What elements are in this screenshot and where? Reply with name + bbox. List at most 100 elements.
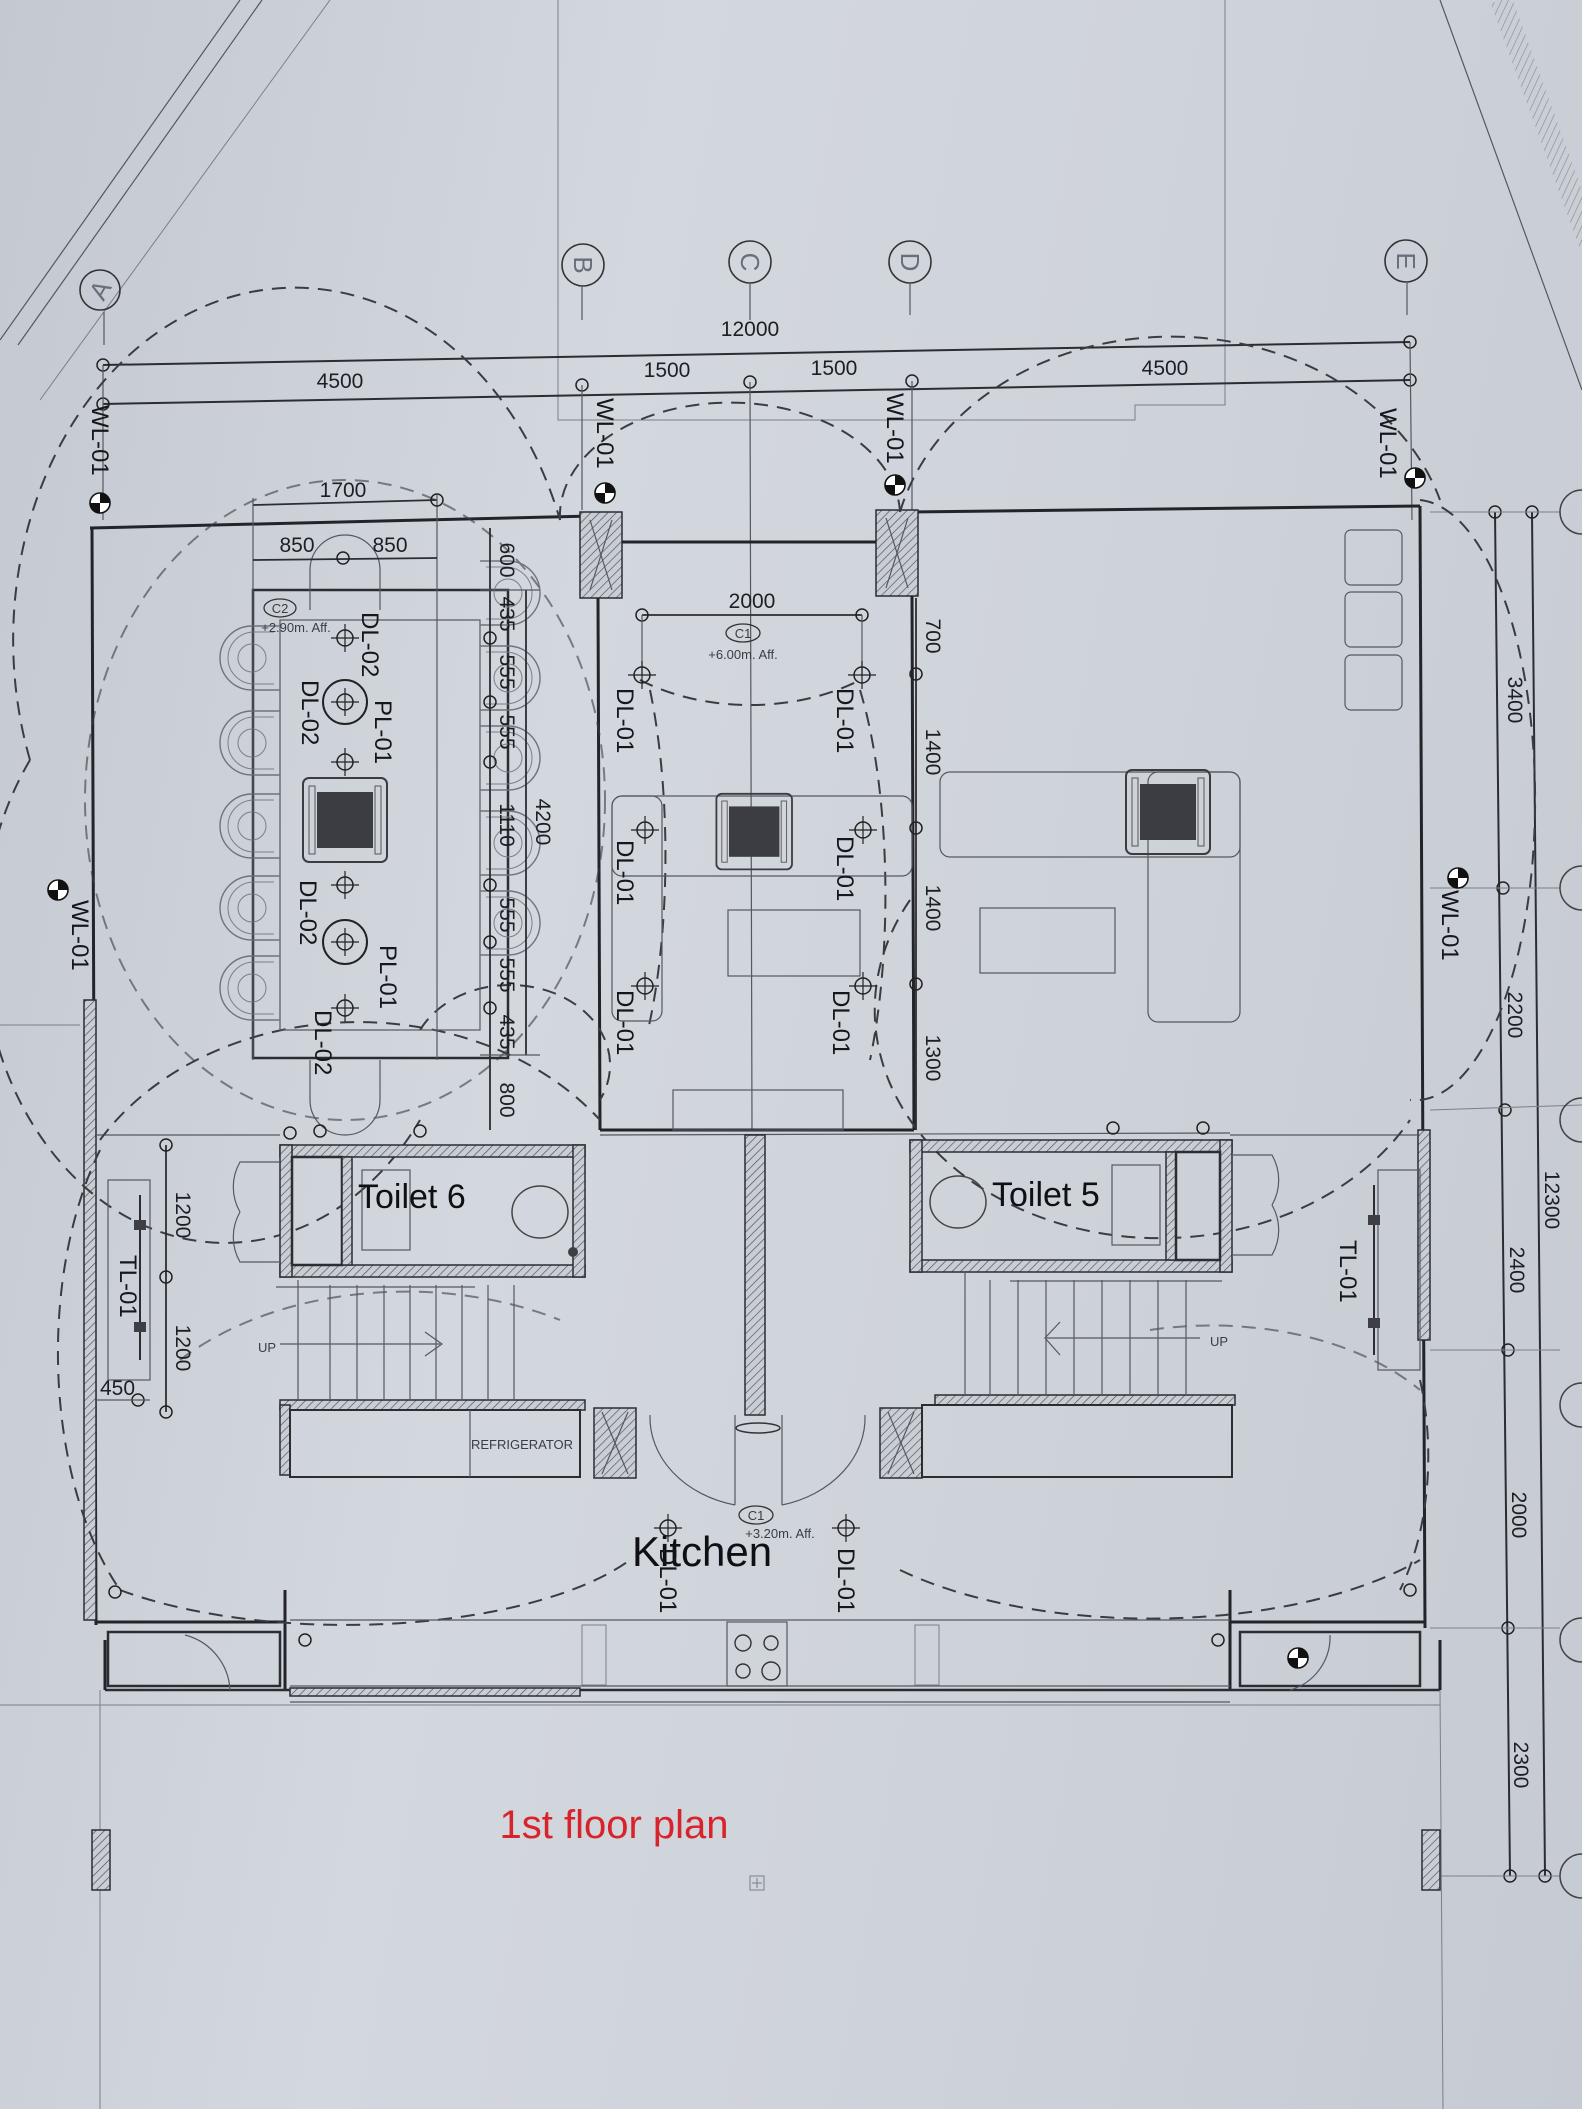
svg-text:12000: 12000 [721, 318, 779, 341]
svg-text:UP: UP [1210, 1334, 1228, 1349]
svg-text:+2.90m. Aff.: +2.90m. Aff. [261, 620, 331, 635]
label-dl-01: DL-01 [831, 836, 858, 901]
svg-text:435: 435 [495, 1014, 518, 1049]
label-dl-01: DL-01 [611, 840, 638, 905]
svg-text:B: B [568, 256, 598, 273]
label-dl-01: DL-01 [827, 990, 854, 1055]
svg-text:2000: 2000 [1507, 1492, 1530, 1539]
svg-text:600: 600 [495, 542, 518, 577]
label-dl-01: DL-01 [611, 990, 638, 1055]
column-D [875, 509, 919, 597]
svg-text:4500: 4500 [317, 370, 364, 393]
left-track-light: 1200 1200 450 [96, 1138, 194, 1419]
grid-axis-B: B [561, 243, 605, 320]
svg-text:C1: C1 [735, 626, 752, 641]
label-dl-02: DL-02 [294, 880, 321, 945]
svg-text:12300: 12300 [1540, 1171, 1563, 1229]
refrigerator-counter: REFRIGERATOR [279, 1404, 581, 1478]
svg-text:555: 555 [495, 957, 518, 992]
right-track-light [1368, 1169, 1421, 1371]
label-pl-01: PL-01 [374, 945, 401, 1009]
svg-text:C1: C1 [748, 1508, 765, 1523]
label-dl-01: DL-01 [654, 1548, 681, 1613]
svg-text:435: 435 [495, 596, 518, 631]
svg-text:850: 850 [279, 534, 314, 557]
svg-text:555: 555 [495, 897, 518, 932]
stair-right: UP [934, 1272, 1236, 1406]
svg-text:700: 700 [921, 618, 944, 653]
ceiling-tag-c2: C2 +2.90m. Aff. [261, 598, 331, 635]
living-center: 2000 C1 +6.00m. Aff. 700 1400 1400 1300 [611, 590, 944, 1131]
svg-text:555: 555 [495, 714, 518, 749]
label-dl-01: DL-01 [831, 688, 858, 753]
svg-text:2000: 2000 [729, 590, 776, 613]
room-label-toilet-5: Toilet 5 [992, 1176, 1100, 1214]
dimension-right-chain: 3400 2200 2400 2000 2300 12300 [1429, 505, 1582, 1883]
svg-text:1110: 1110 [495, 803, 518, 847]
wall-switches [108, 1121, 1417, 1647]
toilet-5-room [909, 1139, 1280, 1273]
label-wl-01: WL-01 [66, 900, 93, 971]
svg-text:1700: 1700 [320, 479, 367, 502]
label-wl-01: WL-01 [591, 398, 618, 469]
grid-axis-A: A [79, 269, 121, 345]
label-wl-01: WL-01 [1374, 408, 1401, 479]
drawing-title: 1st floor plan [499, 1803, 728, 1847]
label-dl-02: DL-02 [296, 680, 323, 745]
svg-text:1300: 1300 [921, 1035, 944, 1082]
svg-text:2400: 2400 [1505, 1247, 1528, 1294]
label-tl-01: TL-01 [1334, 1240, 1361, 1303]
toilet-6-room [232, 1144, 586, 1278]
kitchen-counter [290, 1619, 1230, 1687]
kitchen-ceiling-tag: C1 +3.20m. Aff. [738, 1505, 815, 1541]
exterior-walls [0, 504, 1444, 2109]
grid-axis-D: D [888, 240, 932, 315]
svg-text:+3.20m. Aff.: +3.20m. Aff. [745, 1526, 815, 1541]
svg-text:4500: 4500 [1142, 357, 1189, 380]
svg-text:D: D [895, 253, 925, 272]
svg-text:555: 555 [495, 654, 518, 689]
svg-text:800: 800 [495, 1082, 518, 1117]
label-dl-02: DL-02 [356, 612, 383, 677]
svg-text:C: C [735, 253, 765, 272]
svg-text:1500: 1500 [811, 357, 858, 380]
label-wl-01: WL-01 [881, 393, 908, 464]
dimension-top-overall: 12000 [96, 318, 1417, 372]
svg-text:REFRIGERATOR: REFRIGERATOR [471, 1437, 573, 1452]
label-dl-01: DL-01 [611, 688, 638, 753]
svg-text:+6.00m. Aff.: +6.00m. Aff. [708, 647, 778, 662]
dimension-top-segments: 4500 1500 1500 4500 [96, 357, 1417, 411]
grid-axis-E: E [1384, 239, 1428, 315]
svg-text:1400: 1400 [921, 729, 944, 776]
dining-dimensions: 1700 850 850 600 435 555 555 1110 555 55… [252, 479, 554, 1130]
svg-text:1400: 1400 [921, 885, 944, 932]
svg-text:3400: 3400 [1503, 677, 1526, 724]
label-wl-01: WL-01 [86, 405, 113, 476]
room-label-kitchen: Kitchen [632, 1528, 772, 1575]
column-kitchen-right [879, 1407, 923, 1479]
svg-text:E: E [1391, 252, 1421, 269]
grid-axis-C: C [728, 240, 772, 320]
column-B [579, 511, 623, 599]
svg-text:1200: 1200 [171, 1192, 194, 1239]
kitchen-hood [649, 1414, 866, 1506]
living-right [939, 529, 1403, 1023]
label-tl-01: TL-01 [114, 1255, 141, 1318]
svg-text:C2: C2 [272, 601, 289, 616]
svg-text:1500: 1500 [644, 359, 691, 382]
svg-text:450: 450 [100, 1377, 135, 1400]
svg-text:850: 850 [372, 534, 407, 557]
label-dl-01: DL-01 [832, 1548, 859, 1613]
stair-left: UP [258, 1280, 586, 1411]
svg-text:UP: UP [258, 1340, 276, 1355]
svg-text:1200: 1200 [171, 1325, 194, 1372]
column-kitchen-left [593, 1407, 637, 1479]
svg-text:4200: 4200 [531, 799, 554, 846]
svg-text:2300: 2300 [1509, 1742, 1532, 1789]
room-label-toilet-6: Toilet 6 [358, 1178, 466, 1216]
label-wl-01: WL-01 [1436, 890, 1463, 961]
label-pl-01: PL-01 [369, 700, 396, 764]
label-dl-02: DL-02 [309, 1010, 336, 1075]
